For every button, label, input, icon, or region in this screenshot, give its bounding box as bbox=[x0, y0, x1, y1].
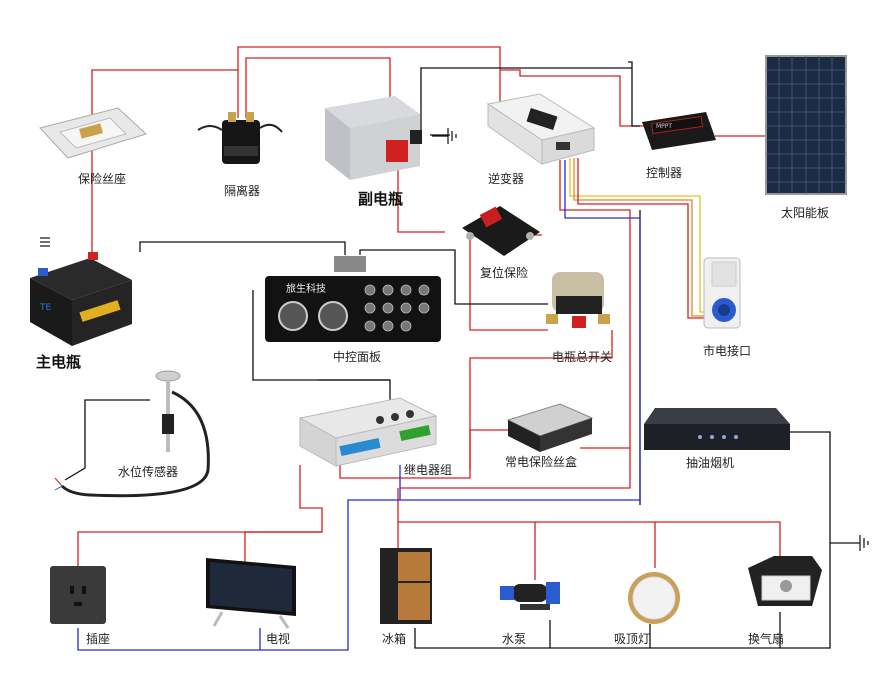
water-sensor-label: 水位传感器 bbox=[118, 465, 179, 479]
fuse-holder-image bbox=[39, 107, 147, 159]
panel-brand: 旅生科技 bbox=[286, 282, 326, 295]
water-sensor-image bbox=[54, 370, 210, 498]
range-hood-image bbox=[644, 408, 790, 450]
shore-power-label: 市电接口 bbox=[703, 344, 752, 358]
battery-switch-label: 电瓶总开关 bbox=[552, 350, 613, 364]
reset-fuse-image bbox=[462, 206, 540, 256]
battery-switch-image bbox=[546, 272, 610, 328]
controller-brand: MPPT bbox=[656, 123, 672, 130]
solar-panel-label: 太阳能板 bbox=[781, 206, 830, 220]
solar-panel-image bbox=[765, 55, 847, 195]
isolator-label: 隔离器 bbox=[224, 184, 261, 198]
aux-battery-label: 副电瓶 bbox=[358, 190, 404, 208]
isolator-image bbox=[197, 112, 283, 164]
fridge-image bbox=[380, 548, 432, 624]
ceiling-light-image bbox=[628, 572, 680, 624]
main-battery-label: 主电瓶 bbox=[36, 353, 82, 371]
tv-label: 电视 bbox=[266, 632, 291, 646]
vent-fan-image bbox=[748, 556, 822, 606]
ground-symbol-icon bbox=[859, 535, 869, 551]
fuse-holder-label: 保险丝座 bbox=[78, 172, 127, 186]
controller-label: 控制器 bbox=[646, 166, 683, 180]
aux-battery-image bbox=[325, 96, 422, 180]
fuse-box-image bbox=[506, 403, 594, 452]
relay-group-image bbox=[298, 397, 438, 467]
range-hood-label: 抽油烟机 bbox=[686, 456, 735, 470]
inverter-label: 逆变器 bbox=[488, 172, 525, 186]
ground-symbol-icon bbox=[40, 237, 50, 247]
shore-power-image bbox=[703, 257, 741, 329]
vent-fan-label: 换气扇 bbox=[748, 632, 785, 646]
battery-brand: TE bbox=[39, 303, 51, 313]
fridge-label: 冰箱 bbox=[382, 632, 407, 646]
water-pump-label: 水泵 bbox=[502, 632, 527, 646]
socket-image bbox=[50, 566, 106, 624]
socket-label: 插座 bbox=[86, 632, 111, 646]
water-pump-image bbox=[500, 582, 560, 610]
tv-image bbox=[206, 558, 296, 629]
main-battery-image: TE bbox=[30, 252, 132, 346]
control-panel-label: 中控面板 bbox=[333, 350, 382, 364]
neutral-wires bbox=[77, 160, 641, 651]
control-panel-image: 旅生科技 bbox=[265, 256, 441, 342]
positive-wires bbox=[77, 46, 781, 600]
reset-fuse-label: 复位保险 bbox=[480, 266, 529, 280]
inverter-image bbox=[486, 93, 596, 165]
controller-image: MPPT bbox=[642, 112, 716, 150]
ground-symbol-icon bbox=[447, 128, 457, 144]
relay-group-label: 继电器组 bbox=[404, 463, 453, 477]
fuse-box-label: 常电保险丝盒 bbox=[505, 455, 578, 469]
ceiling-light-label: 吸顶灯 bbox=[614, 632, 651, 646]
